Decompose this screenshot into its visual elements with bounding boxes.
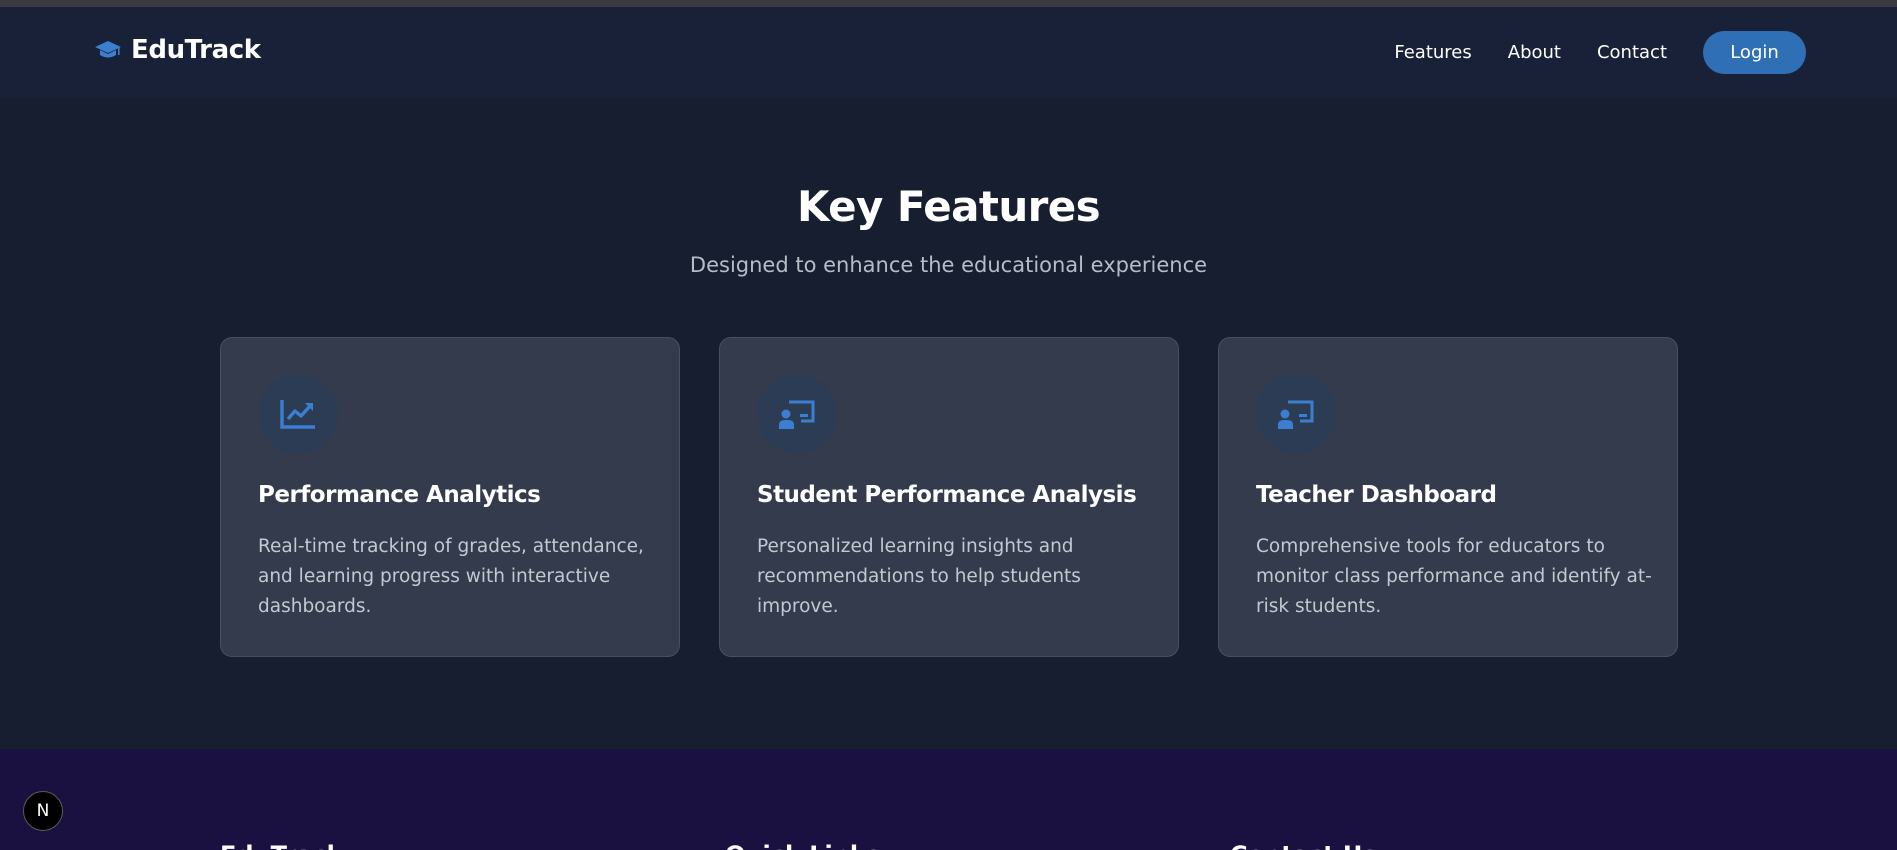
- navbar: EduTrack Features About Contact Login: [0, 7, 1897, 98]
- feature-card-student-performance-analysis: Student Performance Analysis Personalize…: [719, 337, 1179, 657]
- footer-heading-contact: Contact Us: [1230, 841, 1377, 850]
- footer-heading-quick-links: Quick Links: [725, 841, 880, 850]
- features-subtitle: Designed to enhance the educational expe…: [689, 253, 1208, 277]
- card-title: Student Performance Analysis: [757, 482, 1137, 508]
- footer: EduTrack Quick Links Contact Us: [0, 749, 1897, 850]
- card-description: Comprehensive tools for educators to mon…: [1256, 536, 1652, 617]
- brand-name: EduTrack: [131, 35, 261, 65]
- feature-card-teacher-dashboard: Teacher Dashboard Comprehensive tools fo…: [1218, 337, 1678, 657]
- nav-link-about[interactable]: About: [1507, 42, 1561, 63]
- chart-line-icon: [258, 374, 338, 454]
- footer-heading-brand: EduTrack: [220, 841, 343, 850]
- login-button[interactable]: Login: [1703, 31, 1806, 74]
- brand-logo[interactable]: EduTrack: [94, 35, 261, 65]
- dev-tools-badge[interactable]: N: [23, 791, 63, 831]
- card-description: Real-time tracking of grades, attendance…: [258, 536, 644, 617]
- card-title: Performance Analytics: [258, 482, 541, 508]
- card-description: Personalized learning insights and recom…: [757, 536, 1081, 617]
- features-title: Key Features: [796, 182, 1101, 231]
- card-title: Teacher Dashboard: [1256, 482, 1497, 508]
- feature-card-performance-analytics: Performance Analytics Real-time tracking…: [220, 337, 680, 657]
- nav-link-contact[interactable]: Contact: [1596, 42, 1667, 63]
- nav-link-features[interactable]: Features: [1394, 42, 1472, 63]
- graduation-cap-icon: [95, 41, 121, 58]
- window-top-strip: [0, 0, 1897, 7]
- chalkboard-user-icon: [757, 374, 837, 454]
- chalkboard-user-icon: [1256, 374, 1336, 454]
- nav-links: Features About Contact Login: [1394, 31, 1806, 74]
